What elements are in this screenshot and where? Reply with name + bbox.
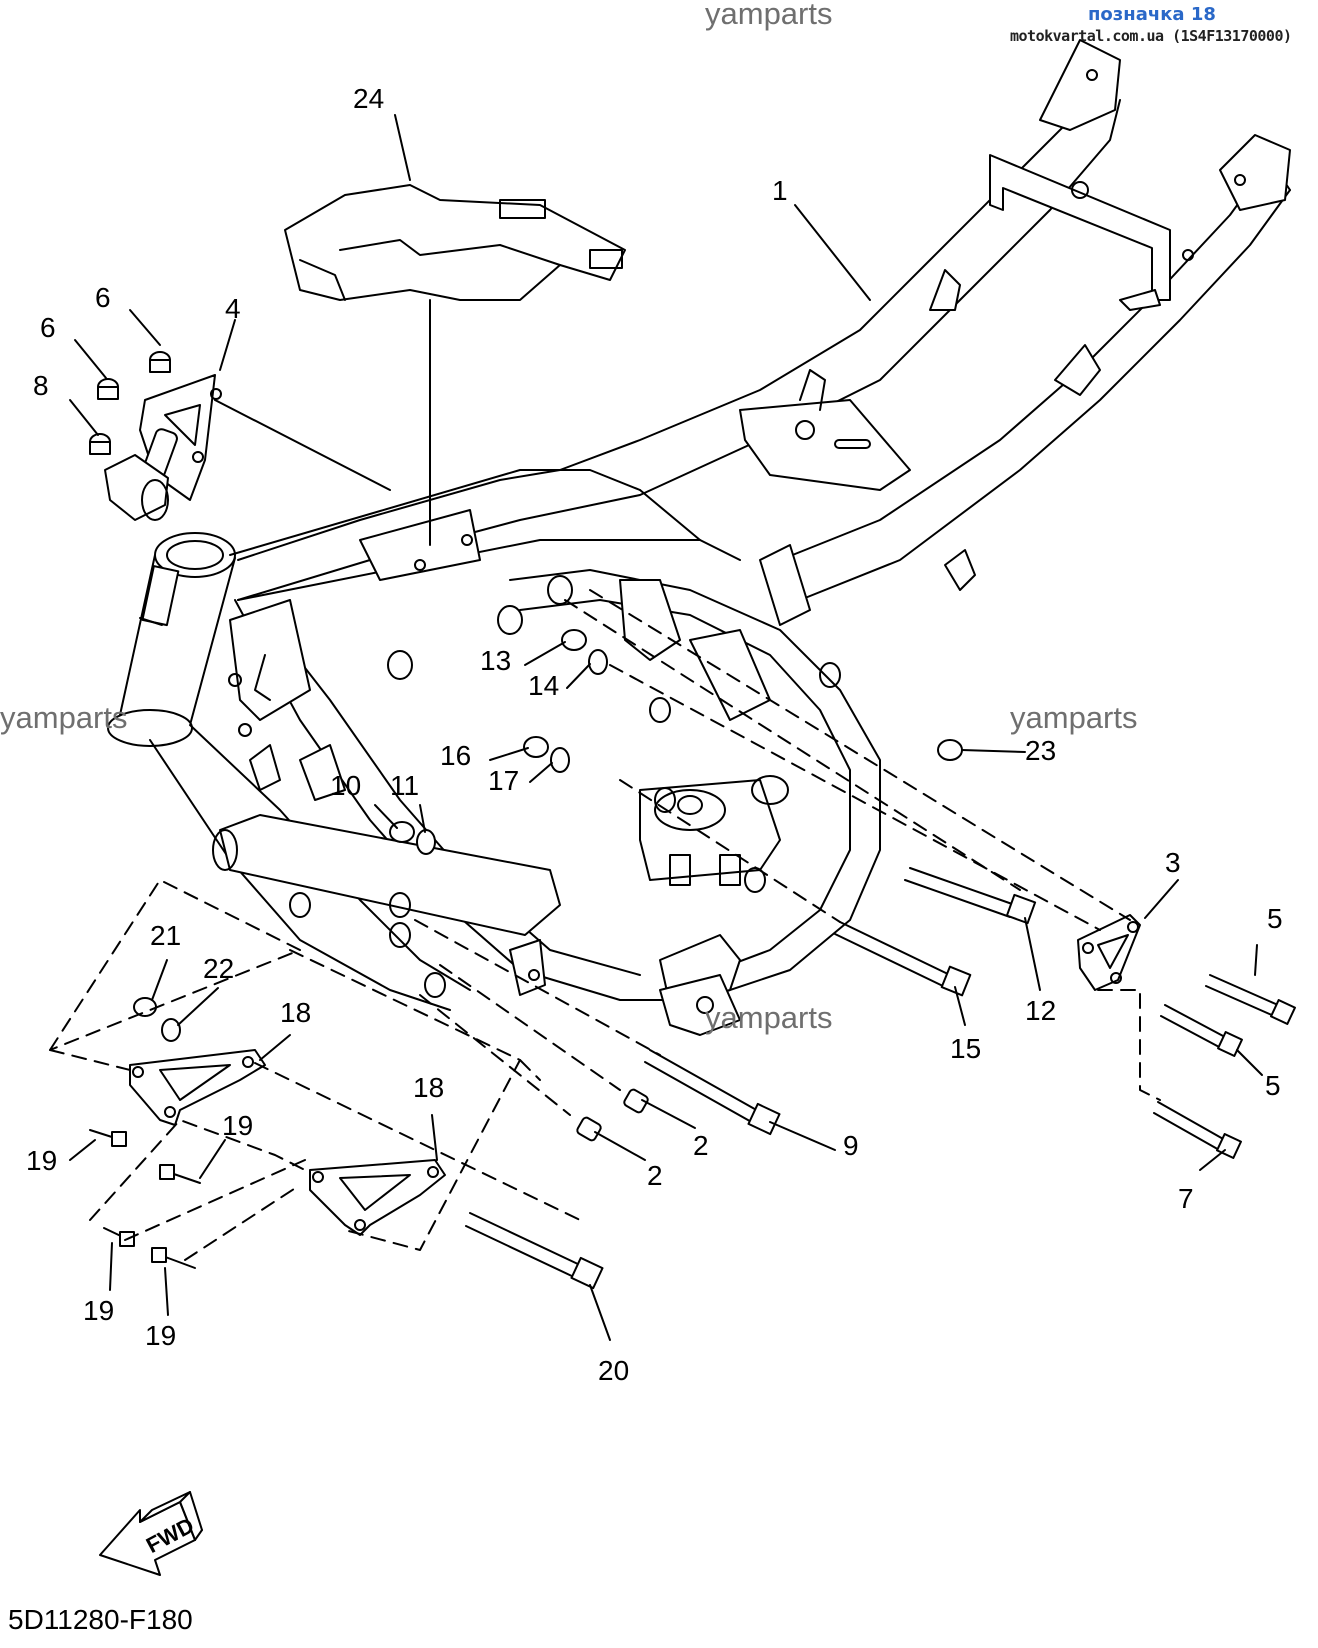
leader-lines [49, 114, 1263, 1341]
callout-19d: 19 [145, 1320, 176, 1351]
watermark-right: yamparts [1010, 700, 1138, 735]
fasteners [89, 351, 963, 1142]
callout-22: 22 [203, 953, 234, 984]
bracket-part-24 [284, 184, 626, 301]
callout-4: 4 [225, 293, 241, 324]
watermark-top: yamparts [705, 0, 833, 31]
callout-18b: 18 [413, 1072, 444, 1103]
callout-15: 15 [950, 1033, 981, 1064]
callout-19a: 19 [222, 1110, 253, 1141]
callout-12: 12 [1025, 995, 1056, 1026]
callout-3: 3 [1165, 847, 1181, 878]
callout-13: 13 [480, 645, 511, 676]
watermark-left: yamparts [0, 700, 128, 735]
bracket-part-4 [104, 374, 222, 521]
callout-19b: 19 [26, 1145, 57, 1176]
callout-5b: 5 [1265, 1070, 1281, 1101]
callout-11: 11 [390, 770, 419, 801]
callout-6a: 6 [95, 282, 111, 313]
bolts [89, 867, 1296, 1290]
callout-2a: 2 [693, 1130, 709, 1161]
callout-24: 24 [353, 83, 384, 114]
callout-5a: 5 [1267, 903, 1283, 934]
header-source: motokvartal.com.ua (1S4F13170000) [1010, 27, 1292, 45]
callout-23: 23 [1025, 735, 1056, 766]
callout-8: 8 [33, 370, 49, 401]
watermark-bottom: yamparts [705, 1000, 833, 1035]
callout-9: 9 [843, 1130, 859, 1161]
frame-assembly [107, 39, 1291, 1036]
part-callouts: 24 1 6 4 6 8 13 14 23 16 17 10 11 3 5 21… [26, 83, 1283, 1386]
callout-20: 20 [598, 1355, 629, 1386]
callout-19c: 19 [83, 1295, 114, 1326]
callout-7: 7 [1178, 1183, 1194, 1214]
callout-21: 21 [150, 920, 181, 951]
engine-brackets [129, 914, 1141, 1236]
diagram-code: 5D11280-F180 [8, 1604, 193, 1635]
header-tag: позначка 18 [1088, 4, 1216, 25]
callout-18a: 18 [280, 997, 311, 1028]
callout-17: 17 [488, 765, 519, 796]
callout-10: 10 [330, 770, 361, 801]
callout-6b: 6 [40, 312, 56, 343]
callout-14: 14 [528, 670, 559, 701]
callout-16: 16 [440, 740, 471, 771]
fwd-arrow-icon [99, 1491, 203, 1576]
callout-1: 1 [772, 175, 788, 206]
callout-2b: 2 [647, 1160, 663, 1191]
